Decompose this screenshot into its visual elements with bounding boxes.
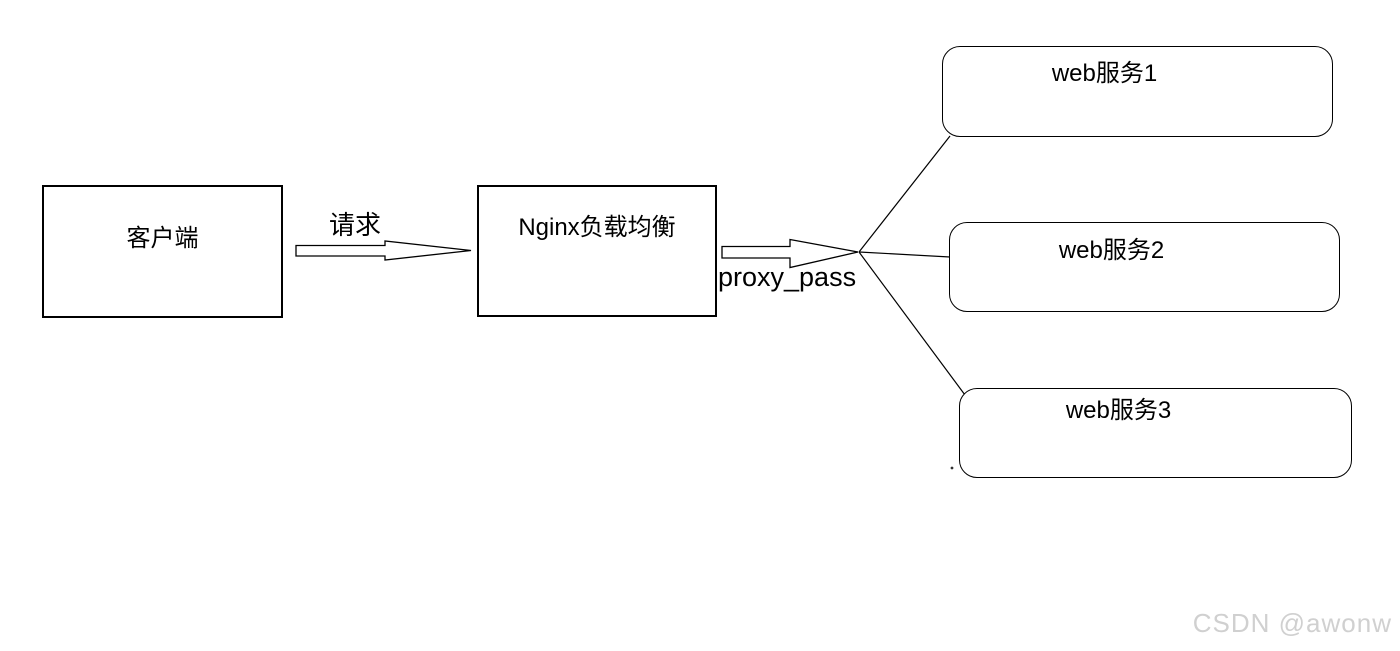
edge-line-to-server1 — [858, 135, 951, 253]
node-web-server-1: web服务1 — [942, 46, 1333, 137]
edge-line-to-server2 — [858, 251, 951, 258]
node-client-label: 客户端 — [126, 225, 199, 252]
node-web-server-3-label: web服务3 — [1065, 397, 1172, 424]
request-arrow — [295, 240, 472, 261]
node-web-server-2: web服务2 — [949, 222, 1340, 312]
node-nginx-load-balancer: Nginx负载均衡 — [477, 185, 717, 317]
edge-label-request: 请求 — [328, 210, 381, 240]
node-web-server-1-label: web服务1 — [1051, 60, 1158, 87]
stray-dot — [950, 466, 954, 470]
edge-line-to-server3 — [858, 251, 966, 396]
csdn-watermark: CSDN @awonw — [1192, 608, 1392, 638]
node-nginx-label: Nginx负载均衡 — [518, 214, 676, 241]
proxy-pass-arrow — [721, 238, 859, 269]
node-client: 客户端 — [42, 185, 283, 318]
node-web-server-3: web服务3 — [959, 388, 1352, 478]
edge-label-proxy-pass: proxy_pass — [718, 262, 857, 292]
node-web-server-2-label: web服务2 — [1058, 237, 1165, 264]
